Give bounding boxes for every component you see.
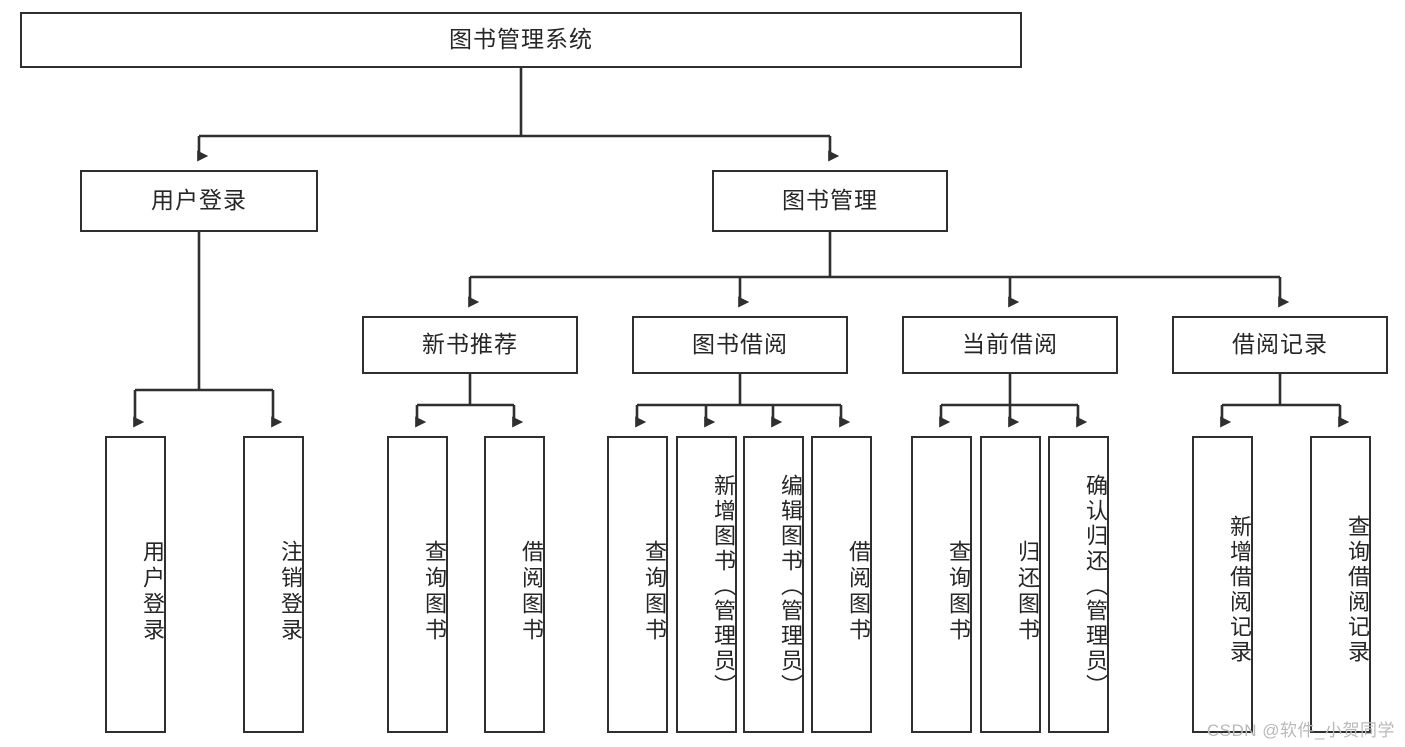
leaf-recommend-query-book[interactable]: 查询图书 (387, 436, 448, 733)
leaf-borrow-add-book[interactable]: 新增图书（管理员） (676, 436, 737, 733)
node-label: 查询图书 (946, 539, 971, 644)
node-label: 当前借阅 (962, 331, 1058, 358)
node-label: 确认归还（管理员） (1083, 474, 1108, 699)
node-borrow-record[interactable]: 借阅记录 (1172, 316, 1388, 374)
node-label: 用户登录 (140, 539, 165, 644)
leaf-user-login-signout[interactable]: 注销登录 (243, 436, 304, 733)
node-root-system[interactable]: 图书管理系统 (20, 12, 1022, 68)
node-label: 新书推荐 (422, 331, 518, 358)
node-label: 查询图书 (422, 539, 447, 644)
csdn-watermark: CSDN @软件_小贺同学 (1206, 721, 1395, 740)
node-label: 新增借阅记录 (1227, 514, 1252, 665)
node-label: 借阅图书 (846, 539, 871, 644)
node-book-management[interactable]: 图书管理 (712, 170, 948, 232)
node-book-borrow[interactable]: 图书借阅 (632, 316, 848, 374)
leaf-current-confirm-return[interactable]: 确认归还（管理员） (1048, 436, 1109, 733)
leaf-record-query-record[interactable]: 查询借阅记录 (1310, 436, 1371, 733)
node-label: 用户登录 (151, 187, 247, 214)
node-label: 归还图书 (1015, 539, 1040, 644)
node-label: 编辑图书（管理员） (778, 474, 803, 699)
node-label: 图书管理 (782, 187, 878, 214)
node-label: 查询图书 (642, 539, 667, 644)
node-current-borrow[interactable]: 当前借阅 (902, 316, 1118, 374)
leaf-record-add-record[interactable]: 新增借阅记录 (1192, 436, 1253, 733)
node-label: 借阅记录 (1232, 331, 1328, 358)
node-new-book-recommend[interactable]: 新书推荐 (362, 316, 578, 374)
leaf-borrow-edit-book[interactable]: 编辑图书（管理员） (743, 436, 804, 733)
node-label: 注销登录 (278, 539, 303, 644)
node-label: 新增图书（管理员） (711, 474, 736, 699)
leaf-current-query-book[interactable]: 查询图书 (911, 436, 972, 733)
node-label: 借阅图书 (519, 539, 544, 644)
leaf-user-login-signin[interactable]: 用户登录 (105, 436, 166, 733)
leaf-borrow-borrow-book[interactable]: 借阅图书 (811, 436, 872, 733)
node-label: 查询借阅记录 (1345, 514, 1370, 665)
leaf-current-return-book[interactable]: 归还图书 (980, 436, 1041, 733)
leaf-recommend-borrow-book[interactable]: 借阅图书 (484, 436, 545, 733)
leaf-borrow-query-book[interactable]: 查询图书 (607, 436, 668, 733)
node-label: 图书借阅 (692, 331, 788, 358)
node-label: 图书管理系统 (449, 26, 593, 53)
node-user-login[interactable]: 用户登录 (80, 170, 318, 232)
